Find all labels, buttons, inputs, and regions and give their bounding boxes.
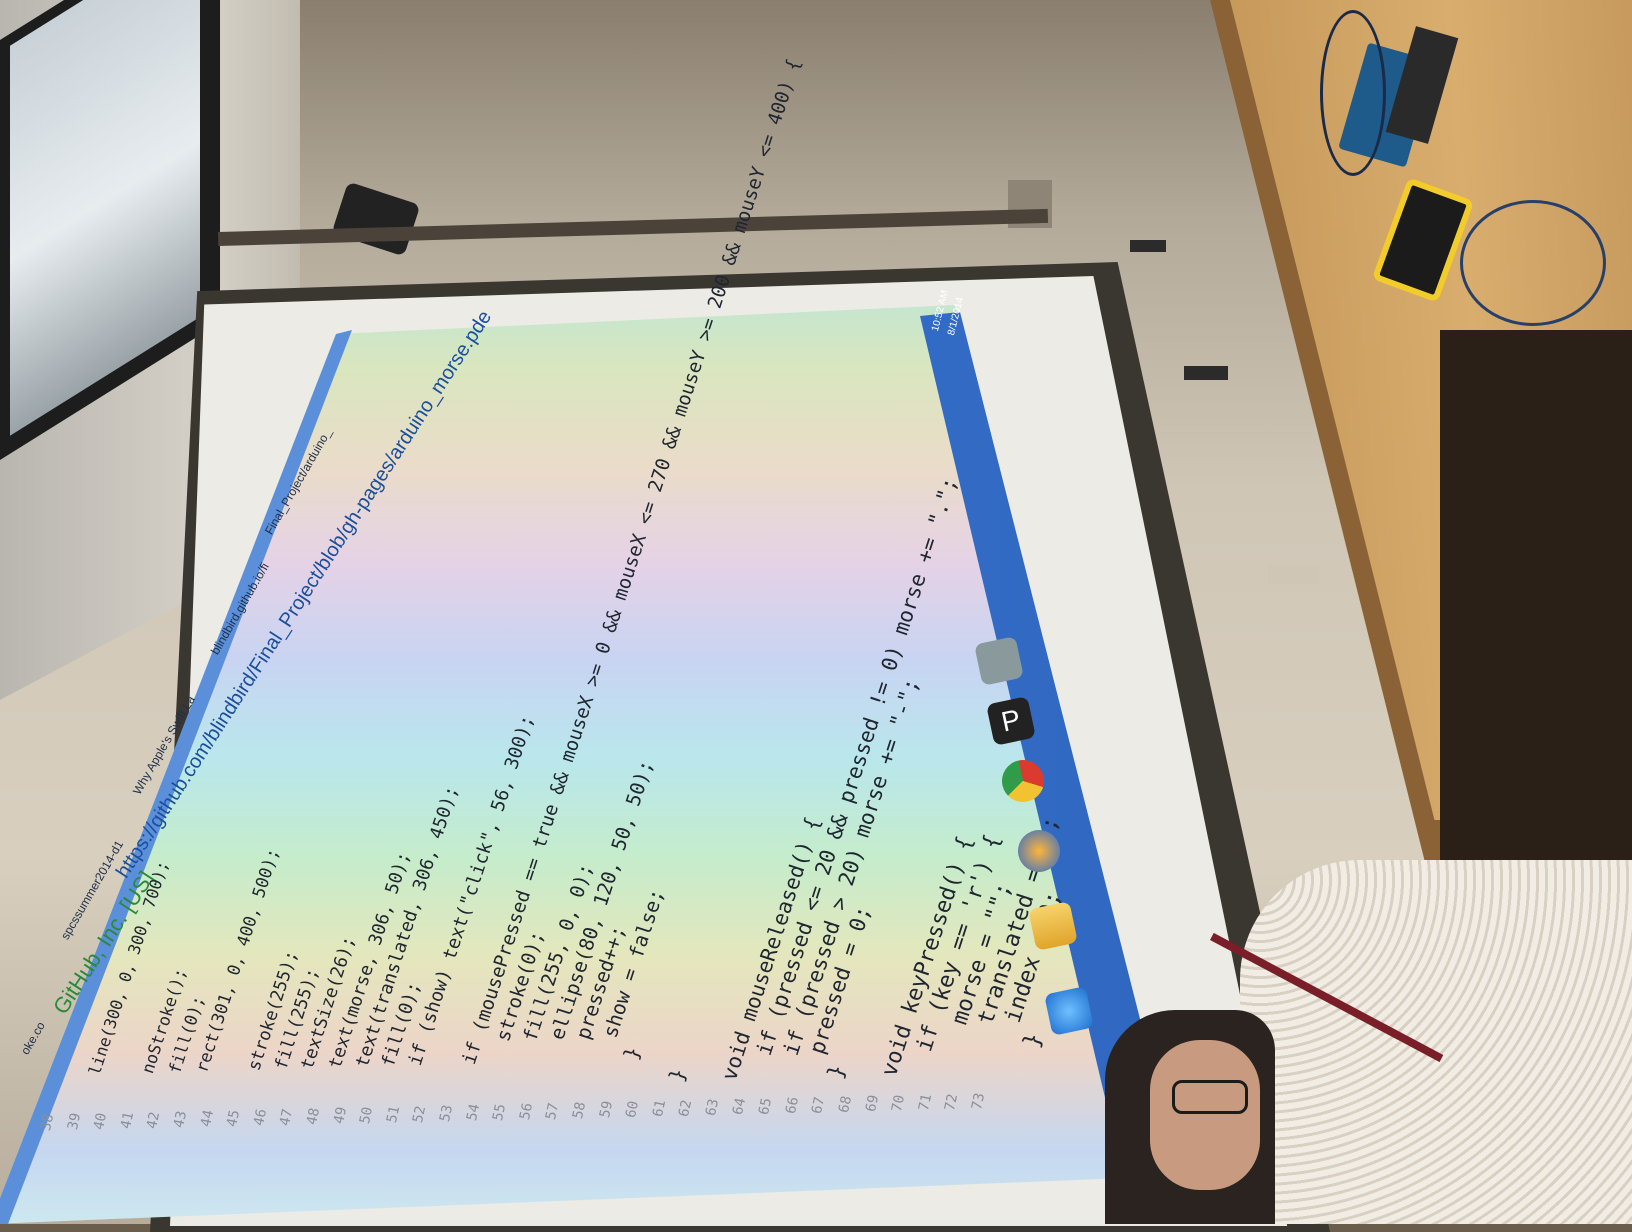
ie-icon[interactable] — [1044, 986, 1094, 1036]
line-number: 62 — [676, 1098, 696, 1118]
ceiling-vent — [1184, 366, 1228, 380]
line-number: 54 — [463, 1102, 483, 1123]
line-number: 38 — [38, 1112, 58, 1133]
line-number: 69 — [862, 1093, 882, 1114]
line-number: 66 — [782, 1095, 802, 1116]
processing-icon[interactable]: P — [986, 696, 1036, 746]
cable — [1320, 10, 1386, 176]
line-number: 50 — [357, 1105, 377, 1126]
line-number: 70 — [889, 1093, 909, 1114]
line-number: 57 — [543, 1101, 563, 1121]
line-number: 58 — [570, 1100, 590, 1121]
ceiling-vent — [1130, 240, 1166, 252]
line-number: 63 — [703, 1097, 723, 1118]
line-number: 49 — [330, 1105, 350, 1126]
person-glasses — [1172, 1080, 1248, 1114]
line-number: 60 — [623, 1099, 643, 1120]
line-number: 40 — [91, 1111, 111, 1132]
cable — [1460, 200, 1606, 326]
line-number: 72 — [942, 1092, 962, 1112]
line-number: 56 — [516, 1101, 536, 1122]
line-number: 61 — [649, 1098, 669, 1119]
line-number: 41 — [117, 1110, 137, 1131]
line-number: 73 — [969, 1091, 989, 1112]
line-number: 44 — [197, 1108, 217, 1129]
line-number: 65 — [756, 1096, 776, 1117]
person-face — [1150, 1040, 1260, 1190]
person-sweater — [1240, 860, 1632, 1224]
explorer-icon[interactable] — [1028, 901, 1078, 951]
line-number: 71 — [915, 1092, 935, 1113]
line-number: 67 — [809, 1095, 829, 1115]
shelf-shadow — [1440, 330, 1632, 890]
code-line: } — [823, 1061, 852, 1082]
line-number: 59 — [596, 1099, 616, 1120]
line-number: 55 — [490, 1102, 510, 1123]
line-number: 39 — [64, 1111, 84, 1132]
line-number: 47 — [277, 1107, 297, 1127]
line-number: 53 — [437, 1103, 457, 1124]
line-number: 48 — [304, 1106, 324, 1127]
line-number: 64 — [729, 1096, 749, 1117]
line-number: 45 — [224, 1108, 244, 1129]
line-number: 43 — [171, 1109, 191, 1130]
code-line: } — [663, 1065, 691, 1085]
line-number: 51 — [383, 1104, 403, 1125]
line-number: 42 — [144, 1110, 164, 1130]
ceiling-vent — [1268, 566, 1318, 584]
line-number: 52 — [410, 1104, 430, 1124]
line-number: 68 — [836, 1094, 856, 1115]
app-icon[interactable] — [974, 636, 1024, 686]
line-number: 46 — [250, 1107, 270, 1128]
